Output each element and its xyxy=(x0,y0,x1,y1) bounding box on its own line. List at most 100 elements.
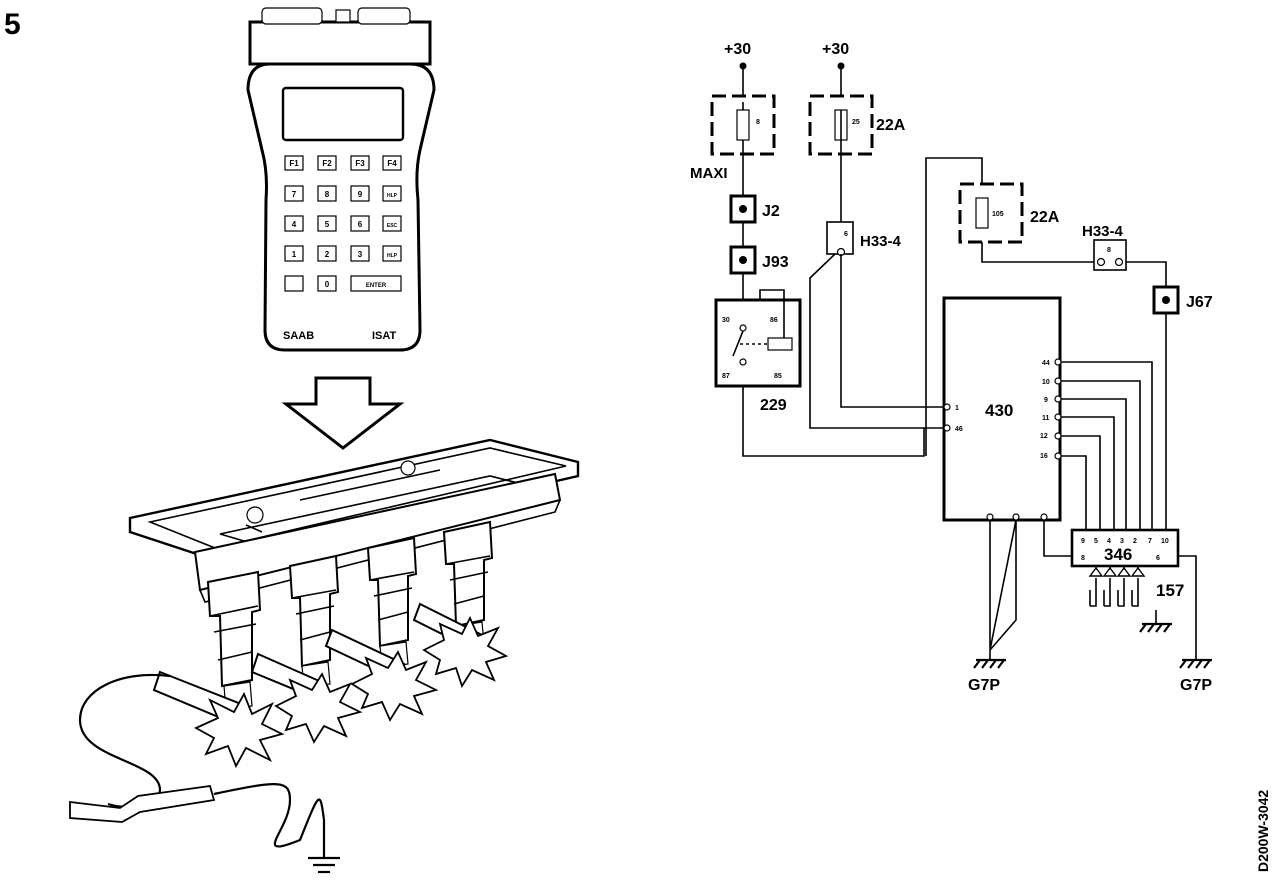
key-0-label: 0 xyxy=(325,280,330,289)
wires xyxy=(742,66,1197,660)
connector-h33-right xyxy=(1093,239,1127,271)
key-3 xyxy=(350,245,370,262)
wire-relay87-to-ecu46 xyxy=(742,386,944,457)
wire-h33-to-ecu1 xyxy=(840,254,944,408)
key-hlp-2 xyxy=(382,245,402,262)
ground-right-label: G7P xyxy=(1180,677,1212,694)
connector-h33-right-label: H33-4 xyxy=(1082,223,1124,240)
coil-tower-3 xyxy=(366,536,418,669)
coil-tower-2 xyxy=(288,554,340,689)
coil-pin-4: 4 xyxy=(1107,538,1111,545)
spark-plugs-label: 157 xyxy=(1156,581,1184,600)
key-6 xyxy=(350,215,370,232)
key-8-label: 8 xyxy=(325,190,330,199)
key-0 xyxy=(317,275,337,292)
key-f2 xyxy=(317,155,337,171)
cassette-detail-1 xyxy=(245,524,263,533)
ecu-pin-1: 1 xyxy=(955,405,959,412)
key-8 xyxy=(317,185,337,202)
wire-relay86 xyxy=(759,289,785,338)
key-enter-label: ENTER xyxy=(366,283,387,289)
wire-h33-to-j67 xyxy=(1126,261,1167,287)
tester-port-2 xyxy=(335,9,351,23)
key-f3-label: F3 xyxy=(355,159,365,168)
ecu-pin-16-node xyxy=(1054,452,1062,460)
fuse-maxi-element xyxy=(736,109,750,141)
connector-h33-right-node-a xyxy=(1096,257,1106,267)
ecu-pin-11: 11 xyxy=(1042,415,1050,422)
document-code: D200W-3042 xyxy=(1255,790,1271,872)
fuse-maxi-value: 8 xyxy=(756,119,760,126)
key-7-label: 7 xyxy=(292,190,297,199)
ecu-pin-46: 46 xyxy=(955,426,963,433)
relay-node-30 xyxy=(739,324,747,332)
supply-label-right: +30 xyxy=(822,41,849,58)
ecu-pin-44-node xyxy=(1054,358,1062,366)
relay-node-87 xyxy=(739,358,747,366)
ground-left-icon xyxy=(973,658,1006,669)
ecu-pin-12: 12 xyxy=(1040,433,1048,440)
key-dot xyxy=(284,275,304,292)
cassette-screw-2 xyxy=(400,460,416,476)
connector-h33-right-node-b xyxy=(1114,257,1124,267)
coil-pin-9: 9 xyxy=(1081,538,1085,545)
tester-brand: SAAB xyxy=(283,330,314,342)
key-f3 xyxy=(350,155,370,171)
ecu-ground-node-b xyxy=(1012,513,1020,521)
relay-switch-contact xyxy=(732,330,744,357)
key-1-label: 1 xyxy=(292,250,297,259)
connector-j2-pin xyxy=(739,205,747,213)
coil-346-box xyxy=(1070,528,1180,568)
key-2-label: 2 xyxy=(325,250,330,259)
key-4 xyxy=(284,215,304,232)
tester-port-1 xyxy=(261,7,323,25)
key-hlp-1-label: HLP xyxy=(387,193,398,199)
key-2 xyxy=(317,245,337,262)
down-arrow-icon xyxy=(281,376,405,450)
ecu-pin-11-node xyxy=(1054,413,1062,421)
tester-screen xyxy=(281,86,405,142)
ground-right-icon xyxy=(1179,658,1212,669)
connector-j93-pin xyxy=(739,256,747,264)
ground-cable xyxy=(78,673,171,809)
key-enter xyxy=(350,275,402,292)
ecu-pin-10: 10 xyxy=(1042,379,1050,386)
step-number: 5 xyxy=(4,8,21,41)
ecu-coil-node xyxy=(1040,513,1048,521)
ground-cable-tail xyxy=(213,783,326,858)
ecu-430-box xyxy=(942,296,1062,522)
key-9 xyxy=(350,185,370,202)
supply-label-left: +30 xyxy=(724,41,751,58)
key-6-label: 6 xyxy=(358,220,363,229)
isat-tester: F1 F2 F3 F4 7 8 9 HLP 4 5 6 ESC 1 xyxy=(246,7,436,352)
relay-pin-30: 30 xyxy=(722,317,730,324)
connector-j67-label: J67 xyxy=(1186,294,1213,311)
spark-ground-icon xyxy=(1139,622,1172,633)
ecu-pin-44: 44 xyxy=(1042,360,1050,367)
coil-346-label: 346 xyxy=(1104,545,1132,564)
ecu-ground-node-a xyxy=(986,513,994,521)
ecu-pin-46-node xyxy=(943,424,951,432)
tester-port-3 xyxy=(357,7,411,25)
coil-pin-6: 6 xyxy=(1156,555,1160,562)
key-f4 xyxy=(382,155,402,171)
key-f1-label: F1 xyxy=(289,159,299,168)
key-esc xyxy=(382,215,402,232)
fuse-22a-top-value: 25 xyxy=(852,119,860,126)
connector-j2-label: J2 xyxy=(762,203,780,220)
fuse-22a-mid-box xyxy=(958,182,1024,244)
key-5-label: 5 xyxy=(325,220,330,229)
coil-pin-10: 10 xyxy=(1161,538,1169,545)
fuse-22a-top-label: 22A xyxy=(876,117,906,134)
key-9-label: 9 xyxy=(358,190,363,199)
tester-connector-block xyxy=(248,20,432,66)
key-f4-label: F4 xyxy=(387,159,397,168)
cassette-detail-2 xyxy=(299,469,441,501)
key-hlp-1 xyxy=(382,185,402,202)
ground-symbol-icon xyxy=(308,856,340,874)
wire-fuse-mid-to-h33 xyxy=(981,242,1094,263)
key-f2-label: F2 xyxy=(322,159,332,168)
ecu-pin-9-node xyxy=(1054,395,1062,403)
connector-j93-label: J93 xyxy=(762,254,789,271)
